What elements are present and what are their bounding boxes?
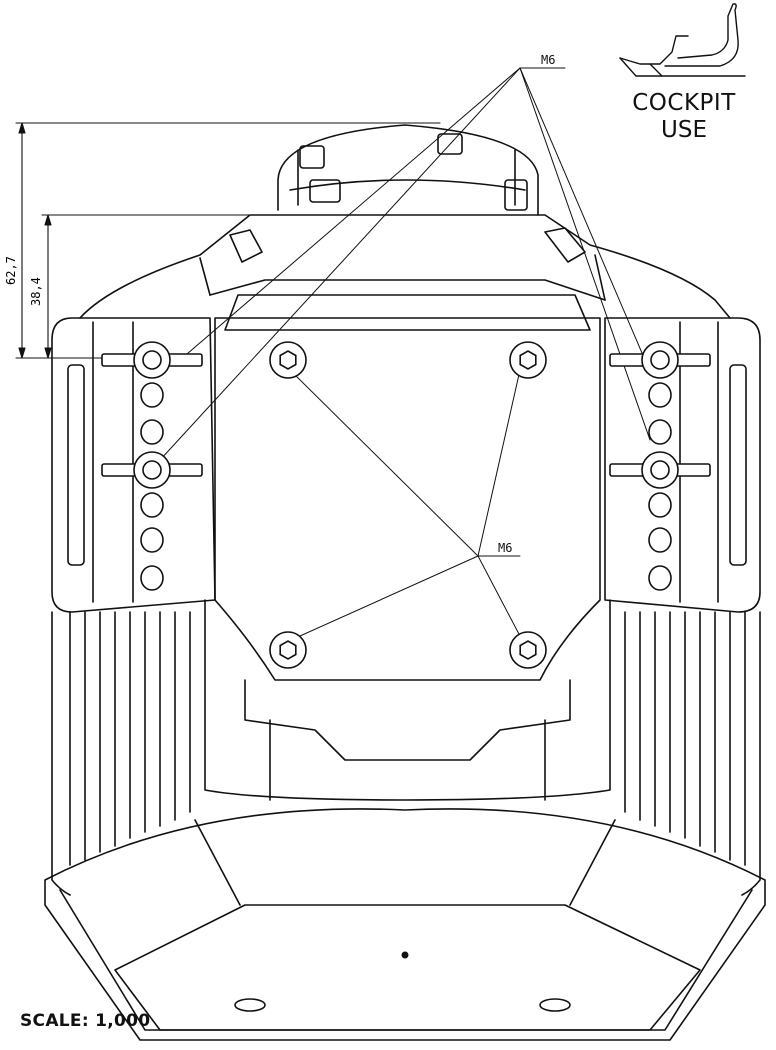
- dimension-overall-height: 62,7: [4, 256, 18, 285]
- plate-bolt-socket: [519, 640, 537, 660]
- adjust-hole: [648, 565, 672, 591]
- adjust-hole: [648, 419, 672, 445]
- adjust-hole: [648, 492, 672, 518]
- lower-body: [51, 599, 761, 896]
- adjust-hole: [140, 382, 164, 408]
- adjust-hole: [140, 492, 164, 518]
- center-hole: [401, 951, 409, 959]
- dimension-mount-height: 38,4: [29, 277, 43, 306]
- adjust-hole: [140, 419, 164, 445]
- base: [44, 808, 766, 1041]
- slot-group: [140, 382, 672, 591]
- bracket-bolt-core: [650, 350, 670, 370]
- cockpit-label-line1: COCKPIT: [632, 90, 736, 116]
- adjust-hole: [140, 527, 164, 553]
- plate-bolt-socket: [279, 350, 297, 370]
- bracket-bolt-core: [650, 460, 670, 480]
- plate-bolt-socket: [279, 640, 297, 660]
- seat-icon: [619, 3, 746, 77]
- bolt-group: [101, 341, 711, 669]
- cockpit-label-line2: USE: [661, 117, 707, 143]
- leader-lines: [159, 67, 651, 637]
- adjust-hole: [140, 565, 164, 591]
- right-bracket: [604, 317, 761, 613]
- callout-m6-top: M6: [541, 53, 556, 67]
- adjust-hole: [648, 382, 672, 408]
- scale-label: SCALE: 1,000: [20, 1011, 151, 1031]
- plate-bolt-socket: [519, 350, 537, 370]
- top-hub: [277, 124, 539, 216]
- bracket-bolt-core: [142, 460, 162, 480]
- bracket-bolt-core: [142, 350, 162, 370]
- callout-m6-center: M6: [498, 541, 513, 555]
- adjust-hole: [648, 527, 672, 553]
- upper-body: [79, 214, 731, 319]
- mounting-plate: [214, 294, 601, 681]
